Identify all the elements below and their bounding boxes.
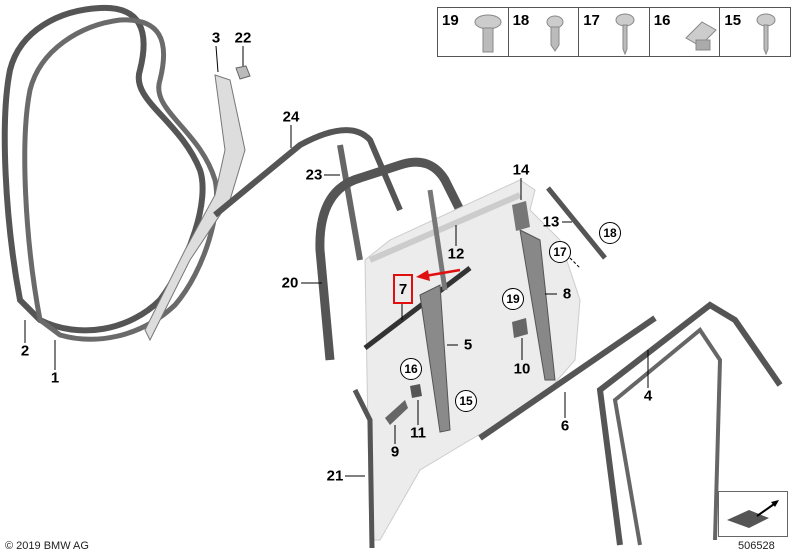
- part-label-9[interactable]: 9: [390, 443, 400, 461]
- legend-cell[interactable]: 18: [509, 8, 580, 56]
- sill-seal: [478, 315, 657, 441]
- part-label-6[interactable]: 6: [560, 417, 570, 435]
- fastener-label-19[interactable]: 19: [502, 288, 524, 310]
- clip-nut-icon: [684, 21, 717, 51]
- fastener-label-15[interactable]: 15: [455, 390, 477, 412]
- part-label-8[interactable]: 8: [562, 285, 572, 303]
- part-label-1[interactable]: 1: [50, 369, 60, 387]
- clip-part: [235, 65, 251, 80]
- fastener-label-16[interactable]: 16: [400, 358, 422, 380]
- tapping-screw-icon: [756, 13, 776, 56]
- bracket-small: [410, 384, 422, 398]
- edge-seal: [352, 388, 375, 549]
- part-label-21[interactable]: 21: [326, 467, 344, 485]
- door-seal-inner: [22, 17, 220, 342]
- part-label-13[interactable]: 13: [542, 213, 560, 231]
- legend-cell[interactable]: 15: [720, 8, 790, 56]
- part-label-4[interactable]: 4: [643, 387, 653, 405]
- part-label-22[interactable]: 22: [234, 29, 252, 47]
- diagram-number: 506528: [738, 540, 775, 552]
- part-label-23[interactable]: 23: [305, 166, 323, 184]
- part-label-12[interactable]: 12: [447, 245, 465, 263]
- window-frame-seal: [315, 157, 485, 361]
- part-label-11[interactable]: 11: [410, 424, 426, 442]
- tapping-screw-icon: [615, 13, 635, 56]
- part-label-2[interactable]: 2: [20, 342, 30, 360]
- pillar-cover: [419, 284, 451, 433]
- navigation-thumbnail[interactable]: [718, 491, 788, 537]
- part-label-5[interactable]: 5: [463, 336, 473, 354]
- part-label-10[interactable]: 10: [513, 360, 531, 378]
- channel-strip: [519, 229, 556, 381]
- legend-cell[interactable]: 16: [650, 8, 721, 56]
- short-screw-icon: [546, 15, 564, 52]
- fastener-legend: 19 18 17 16 15: [437, 7, 791, 57]
- corner-piece: [512, 201, 530, 231]
- bracket: [512, 318, 528, 338]
- guide-rail: [337, 144, 363, 261]
- part-label-20[interactable]: 20: [281, 274, 299, 292]
- roof-channel: [213, 127, 403, 218]
- door-arrow-icon: [727, 500, 779, 528]
- part-label-14[interactable]: 14: [512, 161, 530, 179]
- outer-frame-seal: [596, 301, 783, 546]
- fastener-label-18[interactable]: 18: [599, 222, 621, 244]
- copyright: © 2019 BMW AG: [5, 540, 89, 552]
- fastener-label-17[interactable]: 17: [549, 241, 571, 263]
- part-label-24[interactable]: 24: [282, 108, 300, 126]
- trim-strip: [546, 186, 607, 260]
- highlight-arrow: [424, 268, 461, 278]
- part-label-7-highlighted[interactable]: 7: [393, 274, 413, 304]
- legend-cell[interactable]: 17: [579, 8, 650, 56]
- collar-screw-icon: [474, 14, 502, 53]
- legend-cell[interactable]: 19: [438, 8, 509, 56]
- belt-molding: [363, 266, 472, 350]
- bracket-lower: [385, 400, 408, 425]
- part-label-3[interactable]: 3: [211, 29, 221, 47]
